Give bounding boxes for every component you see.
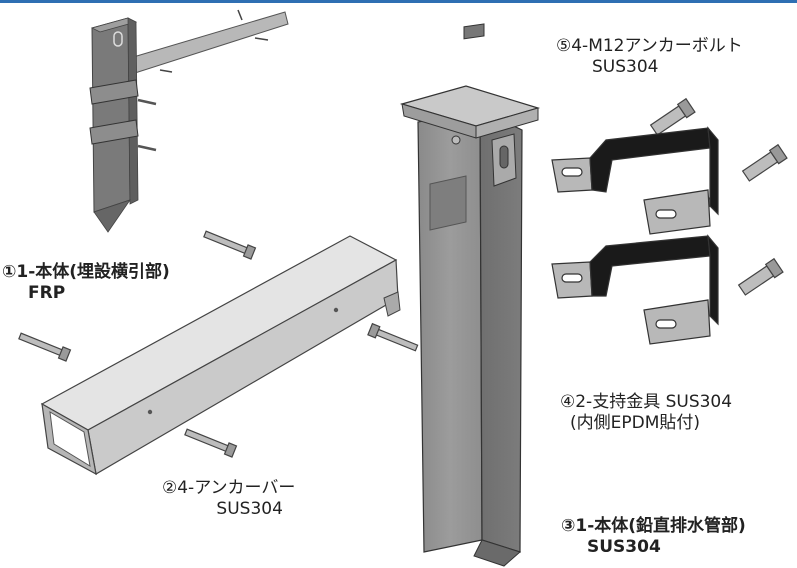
part5-material: SUS304	[592, 57, 659, 77]
part4-material: (内側EPDM貼付)	[570, 413, 701, 433]
support-bracket-lower	[551, 234, 719, 345]
support-bracket-upper	[551, 126, 719, 235]
part1-label: ①1-本体(埋設横引部) FRP	[2, 262, 170, 304]
part3-label: ③1-本体(鉛直排水管部) SUS304	[561, 516, 746, 558]
horizontal-body-frp	[40, 235, 401, 476]
part1-name: ①1-本体(埋設横引部)	[2, 262, 170, 282]
part2-name: ②4-アンカーバー	[162, 478, 296, 498]
part5-name: ⑤4-M12アンカーボルト	[556, 36, 743, 56]
part3-name: ③1-本体(鉛直排水管部)	[561, 516, 746, 536]
part4-name: ④2-支持金具 SUS304	[560, 392, 733, 412]
part2-material: SUS304	[216, 499, 283, 519]
part3-material: SUS304	[587, 537, 661, 557]
part2-label: ②4-アンカーバー SUS304	[162, 478, 295, 520]
vertical-body-sus304	[399, 23, 541, 567]
top-accent-bar	[0, 0, 797, 3]
support-brackets	[551, 126, 719, 345]
assembly-thumbnail	[89, 9, 289, 233]
part5-label: ⑤4-M12アンカーボルト SUS304	[556, 36, 743, 78]
part4-label: ④2-支持金具 SUS304 (内側EPDM貼付)	[560, 392, 732, 434]
anchor-bar-items	[18, 230, 419, 458]
part1-material: FRP	[28, 283, 66, 303]
